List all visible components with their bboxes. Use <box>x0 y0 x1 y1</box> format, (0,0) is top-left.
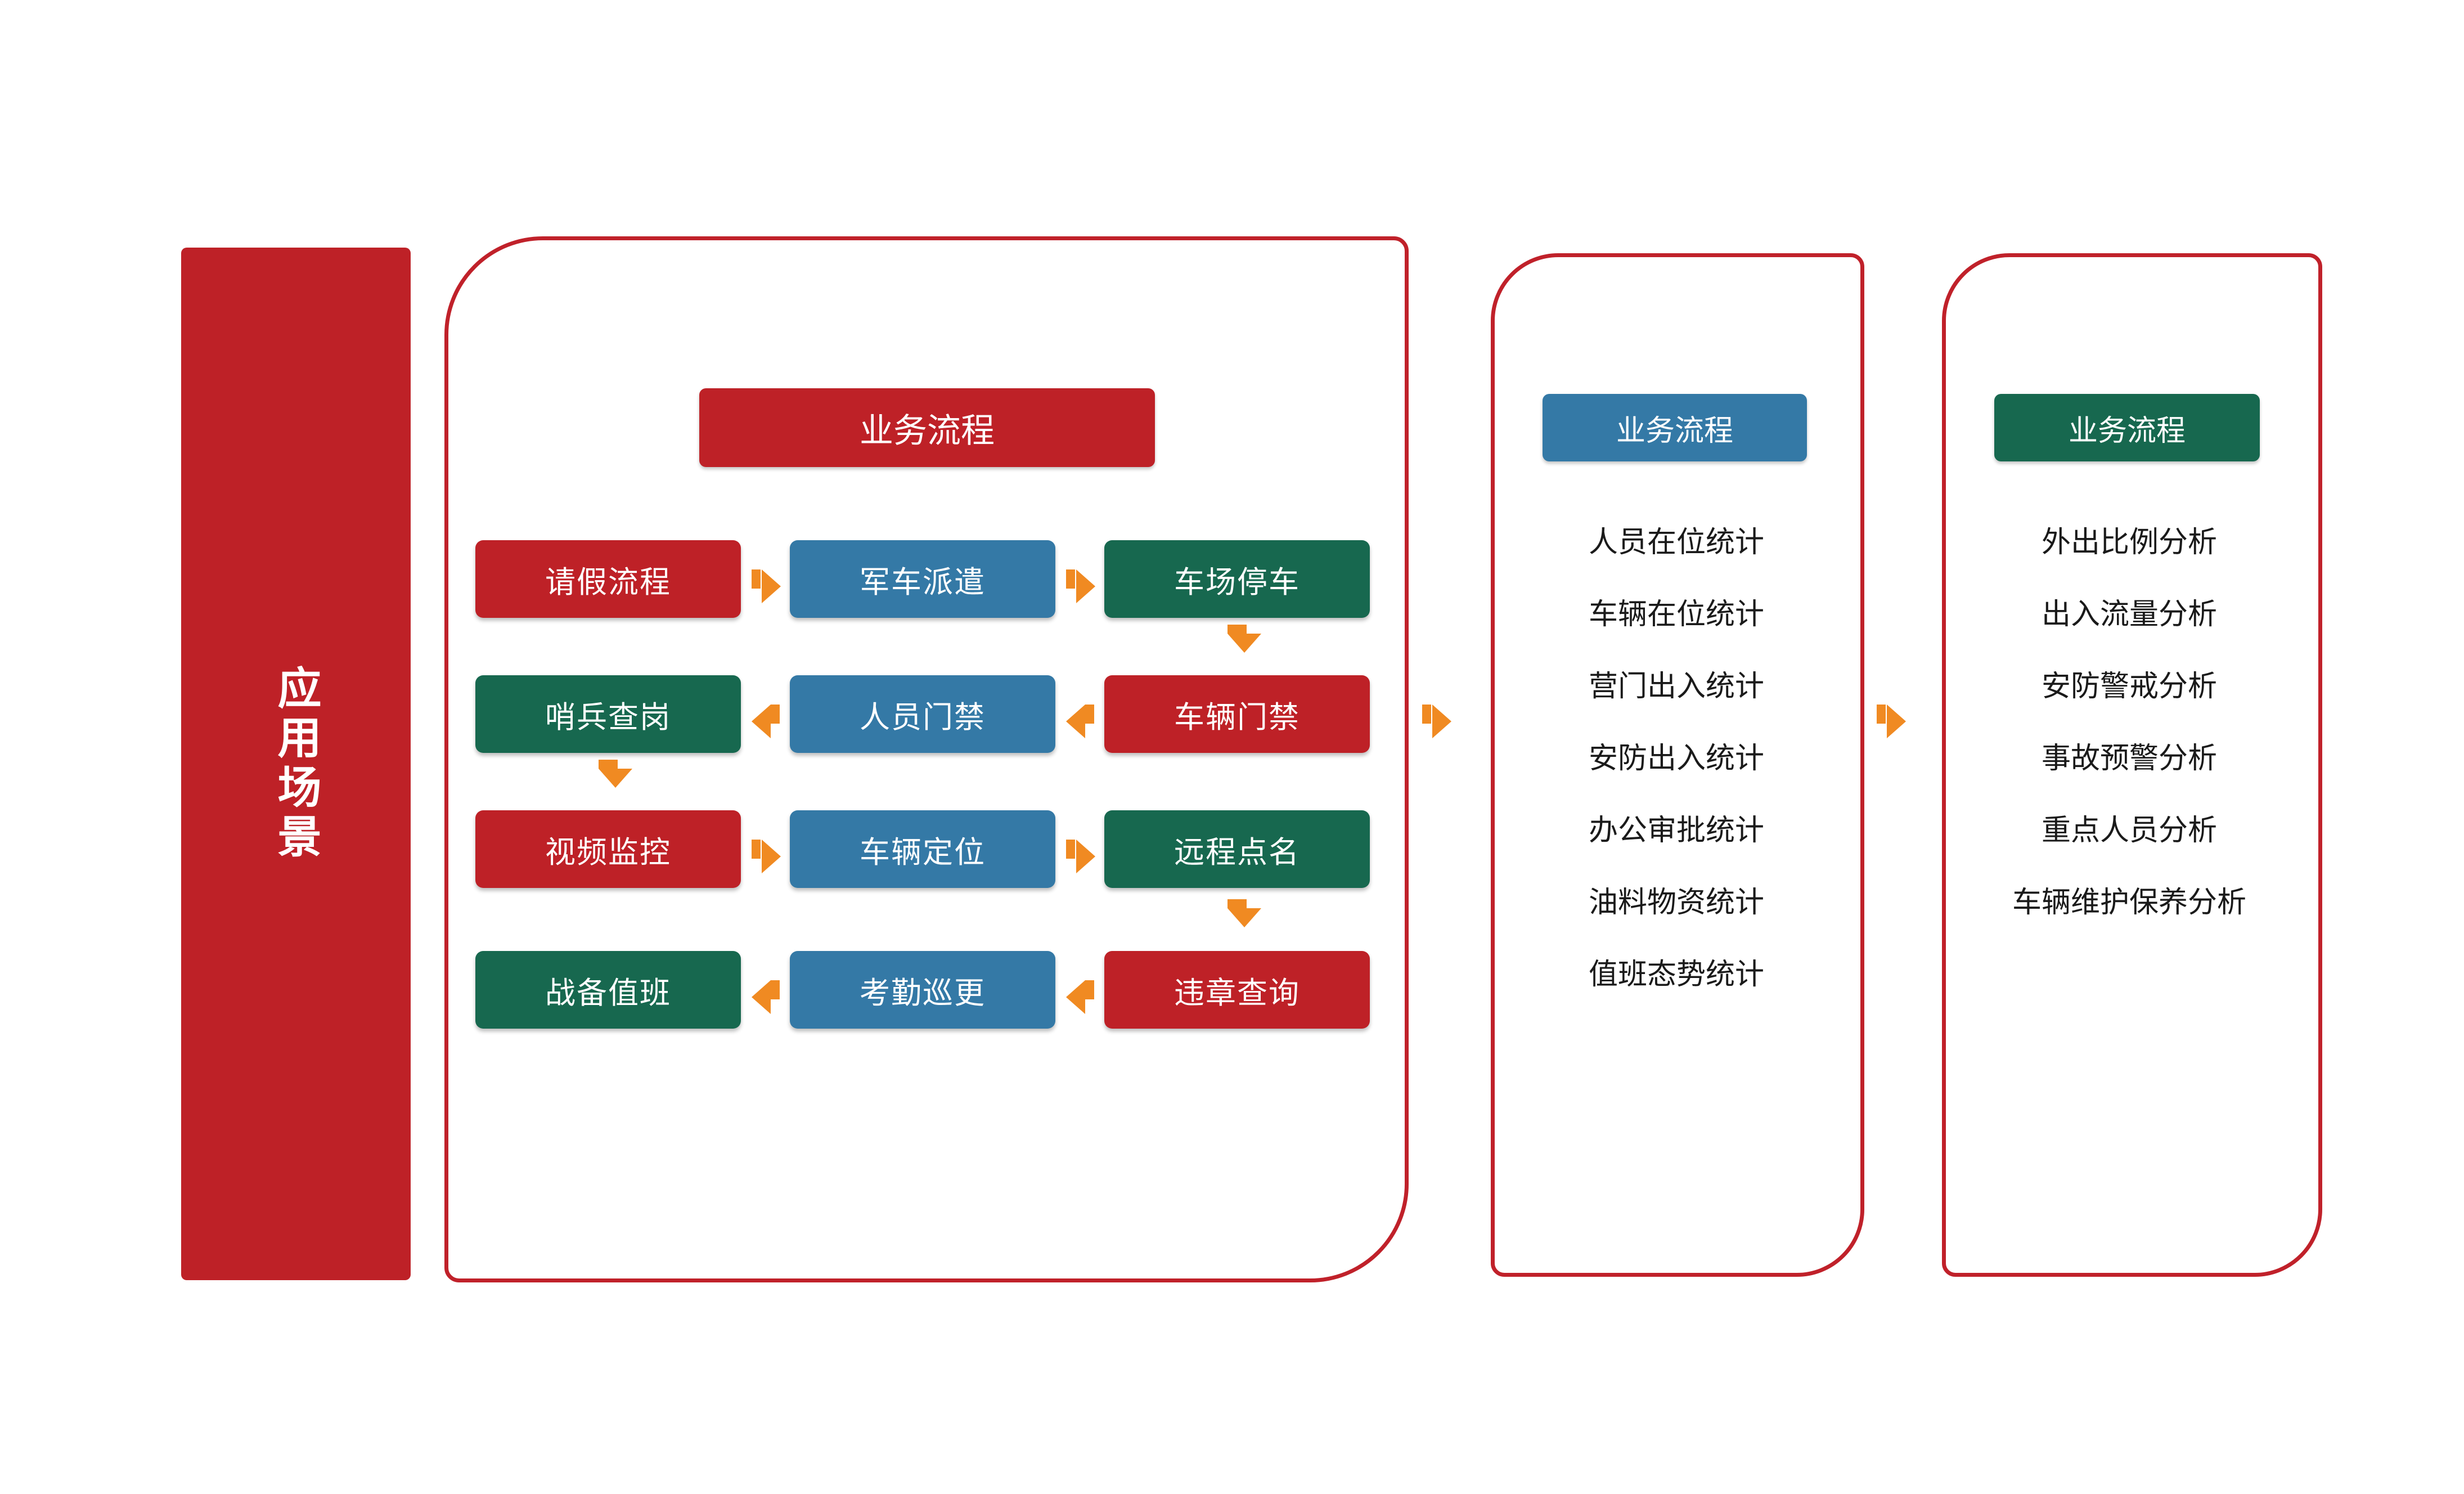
arrow-right-icon-r1c2 <box>1076 569 1095 603</box>
stats-panel-header: 业务流程 <box>1543 394 1807 461</box>
list-item[interactable]: 营门出入统计 <box>1588 670 1764 703</box>
arrow-down-icon-col1-r2r3-tail <box>599 760 618 769</box>
list-item[interactable]: 人员在位统计 <box>1588 526 1764 559</box>
flow-cell-cheliang-menjin[interactable]: 车辆门禁 <box>1104 675 1370 753</box>
arrow-right-icon-panel2-panel3-tail <box>1877 705 1886 724</box>
analysis-item-list: 外出比例分析 出入流量分析 安防警戒分析 事故预警分析 重点人员分析 车辆维护保… <box>1966 506 2292 939</box>
arrow-left-icon-r2c2-tail <box>1085 705 1094 724</box>
flow-cell-zhanbei-zhiban[interactable]: 战备值班 <box>475 951 741 1029</box>
arrow-down-icon-col3-r1r2-tail <box>1227 625 1247 634</box>
list-item[interactable]: 油料物资统计 <box>1588 886 1764 919</box>
flow-cell-junche-paiqian[interactable]: 军车派遣 <box>790 540 1055 618</box>
list-item[interactable]: 车辆在位统计 <box>1588 598 1764 631</box>
list-item[interactable]: 办公审批统计 <box>1588 814 1764 847</box>
flow-panel-header: 业务流程 <box>699 388 1155 467</box>
list-item[interactable]: 外出比例分析 <box>2041 526 2217 559</box>
arrow-right-icon-r3c1-tail <box>752 840 761 859</box>
arrow-right-icon-r1c1 <box>762 569 781 603</box>
list-item[interactable]: 重点人员分析 <box>2041 814 2217 847</box>
arrow-left-icon-r4c2 <box>1066 980 1085 1014</box>
list-item[interactable]: 值班态势统计 <box>1588 958 1764 991</box>
stats-item-list: 人员在位统计 车辆在位统计 营门出入统计 安防出入统计 办公审批统计 油料物资统… <box>1519 506 1834 1011</box>
arrow-right-icon-r3c2 <box>1076 840 1095 873</box>
arrow-left-icon-r2c2 <box>1066 705 1085 738</box>
flow-cell-kaoqin-xungeng[interactable]: 考勤巡更 <box>790 951 1055 1029</box>
arrow-down-icon-col3-r3r4-tail <box>1227 899 1247 908</box>
arrow-left-icon-r2c1-tail <box>771 705 780 724</box>
arrow-right-icon-r1c2-tail <box>1066 569 1075 589</box>
analysis-panel-header: 业务流程 <box>1994 394 2260 461</box>
arrow-left-icon-r2c1 <box>752 705 771 738</box>
scenario-banner: 应用场景 <box>181 248 411 1280</box>
flow-cell-cheliang-dingwei[interactable]: 车辆定位 <box>790 810 1055 888</box>
arrow-right-icon-r3c2-tail <box>1066 840 1075 859</box>
arrow-right-icon-panel2-panel3 <box>1887 705 1906 738</box>
arrow-right-icon-panel1-panel2-tail <box>1422 705 1431 724</box>
flow-cell-weizhang-chaxun[interactable]: 违章查询 <box>1104 951 1370 1029</box>
list-item[interactable]: 安防出入统计 <box>1588 742 1764 775</box>
arrow-down-icon-col3-r1r2 <box>1227 634 1261 653</box>
flow-cell-shaobing-chagang[interactable]: 哨兵查岗 <box>475 675 741 753</box>
flow-cell-chechang-tingche[interactable]: 车场停车 <box>1104 540 1370 618</box>
scenario-banner-label: 应用场景 <box>271 665 321 863</box>
list-item[interactable]: 事故预警分析 <box>2041 742 2217 775</box>
flow-cell-renyuan-menjin[interactable]: 人员门禁 <box>790 675 1055 753</box>
arrow-right-icon-r1c1-tail <box>752 569 761 589</box>
arrow-right-icon-panel1-panel2 <box>1432 705 1451 738</box>
list-item[interactable]: 车辆维护保养分析 <box>2012 886 2246 919</box>
arrow-down-icon-col3-r3r4 <box>1227 908 1261 927</box>
arrow-left-icon-r4c2-tail <box>1085 980 1094 999</box>
arrow-left-icon-r4c1-tail <box>771 980 780 999</box>
flow-cell-yuancheng-dianming[interactable]: 远程点名 <box>1104 810 1370 888</box>
flow-cell-qingjia-liucheng[interactable]: 请假流程 <box>475 540 741 618</box>
list-item[interactable]: 安防警戒分析 <box>2041 670 2217 703</box>
arrow-left-icon-r4c1 <box>752 980 771 1014</box>
list-item[interactable]: 出入流量分析 <box>2041 598 2217 631</box>
arrow-right-icon-r3c1 <box>762 840 781 873</box>
arrow-down-icon-col1-r2r3 <box>599 769 632 788</box>
flow-cell-shipin-jiankong[interactable]: 视频监控 <box>475 810 741 888</box>
